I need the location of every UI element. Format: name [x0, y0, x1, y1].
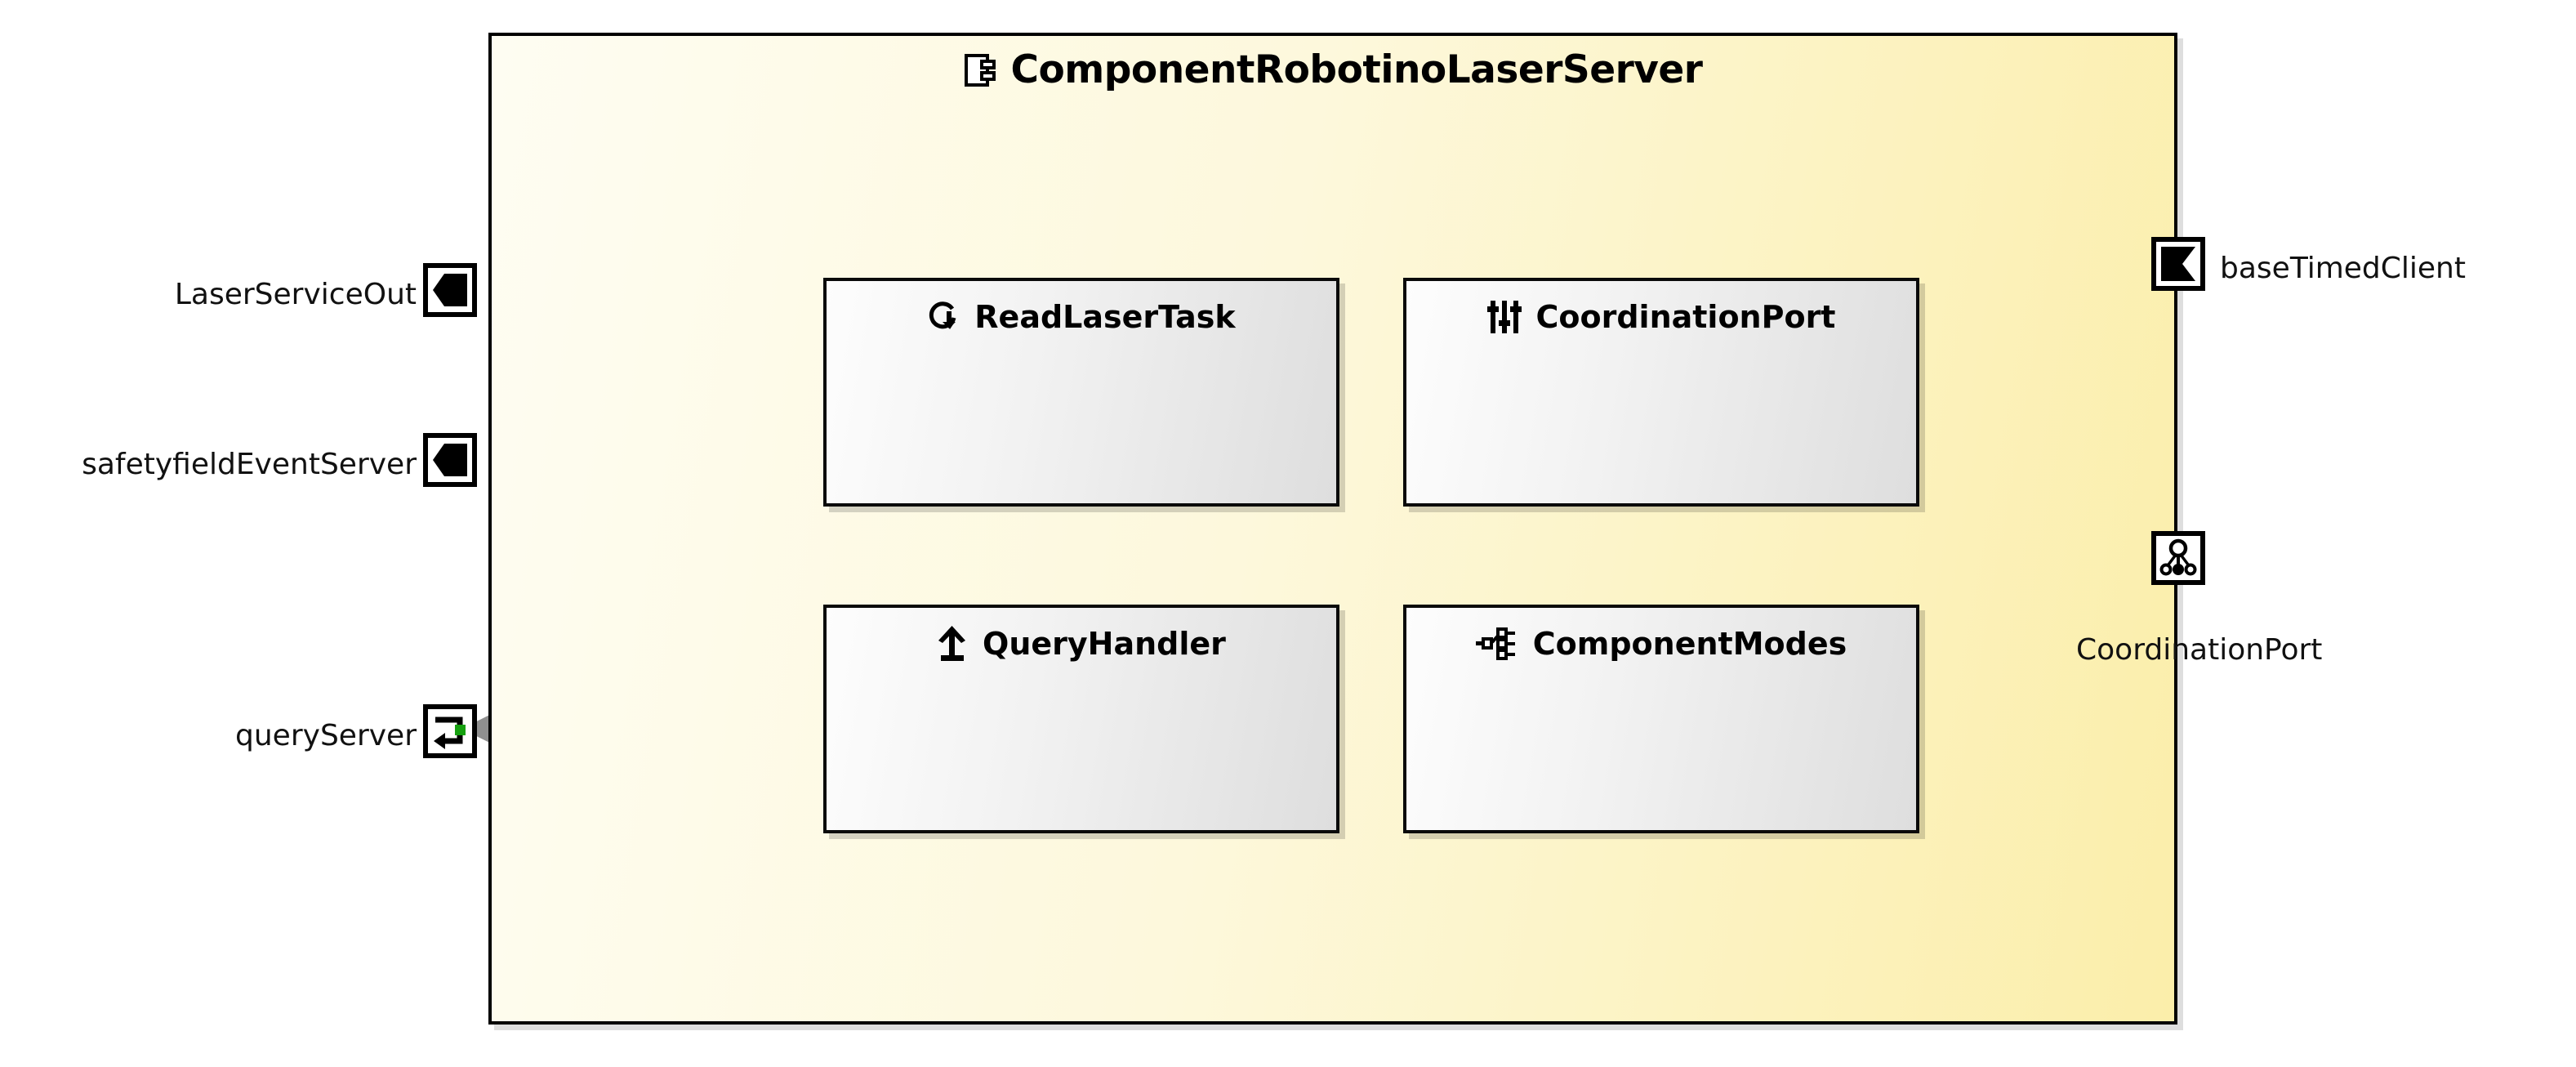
element-header: ComponentModes — [1406, 626, 1916, 662]
filled-left-arrow-port-icon — [433, 444, 467, 476]
up-arrow-icon — [937, 626, 968, 662]
element-readlasertask[interactable]: ReadLaserTask — [823, 278, 1339, 507]
task-cycle-icon-svg — [929, 301, 956, 329]
port-label-basetimedclient: baseTimedClient — [2220, 252, 2466, 285]
element-queryhandler[interactable]: QueryHandler — [823, 605, 1339, 833]
port-safetyfieldeventserver[interactable] — [423, 433, 477, 487]
port-coordinationport[interactable] — [2151, 531, 2205, 585]
element-coordinationport[interactable]: CoordinationPort — [1403, 278, 1919, 507]
element-label: CoordinationPort — [1535, 299, 1836, 335]
branch-tree-icon — [1475, 627, 1518, 660]
element-label: ComponentModes — [1532, 626, 1847, 662]
request-response-port-icon — [434, 717, 466, 749]
component-icon — [964, 52, 996, 88]
element-componentmodes[interactable]: ComponentModes — [1403, 605, 1919, 833]
filled-left-arrow-port-icon — [433, 274, 467, 306]
element-header: CoordinationPort — [1406, 299, 1916, 335]
element-label: ReadLaserTask — [974, 299, 1236, 335]
component-title-label: ComponentRobotinoLaserServer — [1010, 47, 1704, 92]
branch-tree-icon-svg — [1475, 627, 1515, 660]
sliders-icon-svg — [1486, 301, 1522, 333]
port-basetimedclient[interactable] — [2151, 237, 2205, 291]
port-label-coordinationport: CoordinationPort — [2076, 633, 2323, 667]
port-label-queryserver: queryServer — [235, 719, 417, 752]
coordination-node-icon — [2159, 538, 2197, 576]
up-arrow-icon-svg — [938, 626, 966, 661]
port-label-safetyfieldeventserver: safetyfieldEventServer — [82, 448, 417, 481]
sliders-icon — [1486, 299, 1522, 335]
component-icon-svg — [964, 53, 996, 87]
port-label-laserserviceout: LaserServiceOut — [174, 278, 417, 311]
component-boundary[interactable] — [488, 33, 2177, 1025]
element-header: QueryHandler — [827, 626, 1336, 662]
port-queryserver[interactable] — [423, 704, 477, 758]
element-label: QueryHandler — [983, 626, 1226, 662]
notched-arrow-port-icon — [2161, 247, 2195, 281]
element-header: ReadLaserTask — [827, 299, 1336, 335]
task-cycle-icon — [927, 300, 960, 334]
port-laserserviceout[interactable] — [423, 263, 477, 317]
page-title: ComponentRobotinoLaserServer — [488, 47, 2177, 92]
